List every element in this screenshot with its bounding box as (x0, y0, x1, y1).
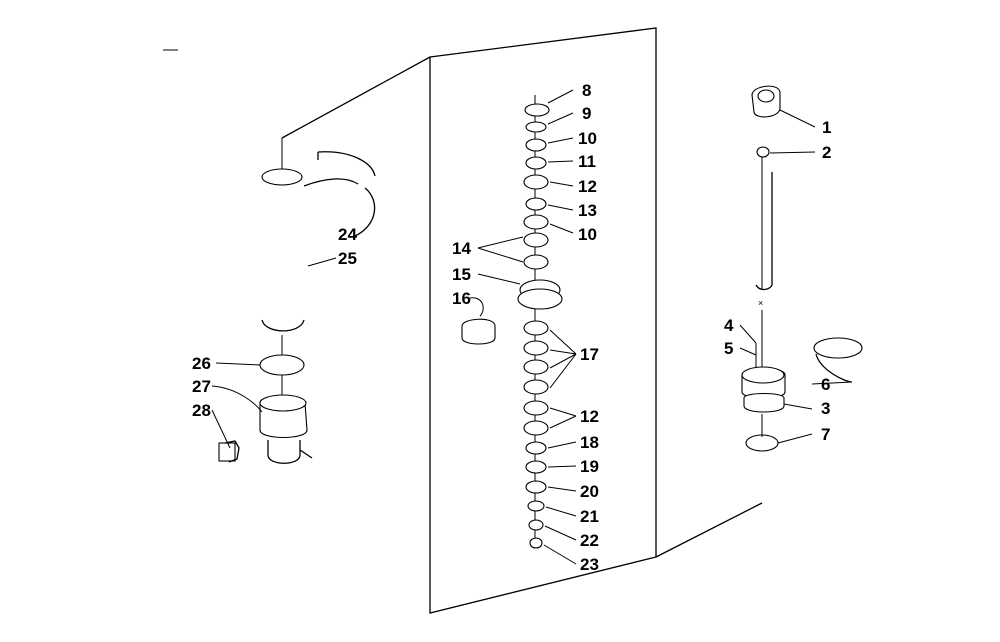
part-7-washer (745, 434, 779, 452)
callout-23: 23 (580, 555, 599, 574)
part-28-fitting (218, 442, 236, 462)
callout-11: 11 (578, 152, 596, 171)
left-assembly (218, 138, 376, 464)
callout-17: 17 (580, 345, 599, 364)
callout-19: 19 (580, 457, 599, 476)
callout-15: 15 (452, 265, 471, 284)
right-assembly: × (741, 85, 863, 452)
callout-4: 4 (724, 316, 734, 335)
callout-26: 26 (192, 354, 211, 373)
part-2-seal (756, 146, 770, 158)
callout-13: 13 (578, 201, 597, 220)
callout-18: 18 (580, 433, 599, 452)
callout-1: 1 (822, 118, 831, 137)
callout-10b: 10 (578, 225, 597, 244)
part-top-cap (261, 168, 303, 186)
left-panel-top-edge (281, 56, 431, 139)
callout-27: 27 (192, 377, 211, 396)
svg-text:×: × (758, 298, 763, 308)
callout-25: 25 (338, 249, 357, 268)
callout-5: 5 (724, 339, 733, 358)
part-26-ring (259, 354, 305, 376)
center-stack (461, 95, 563, 549)
callout-3: 3 (821, 399, 830, 418)
callout-9: 9 (582, 104, 591, 123)
callout-6: 6 (821, 375, 830, 394)
part-3-ring (743, 392, 785, 413)
callout-22: 22 (580, 531, 599, 550)
callout-7: 7 (821, 425, 830, 444)
callout-12b: 12 (580, 407, 599, 426)
callout-10a: 10 (578, 129, 597, 148)
part-25-seal (261, 319, 305, 332)
leader-lines (211, 89, 853, 565)
callout-8: 8 (582, 81, 591, 100)
part-16-band (461, 318, 496, 345)
callout-14: 14 (452, 239, 471, 258)
callout-21: 21 (580, 507, 599, 526)
callout-24: 24 (338, 225, 357, 244)
callout-20: 20 (580, 482, 599, 501)
callout-16: 16 (452, 289, 471, 308)
callout-12a: 12 (578, 177, 597, 196)
right-panel-bottom-edge (655, 502, 763, 558)
part-24-hose (303, 151, 376, 237)
callout-28: 28 (192, 401, 211, 420)
callouts: 1 2 3 4 5 6 7 8 9 10 11 12 13 10 14 15 1… (192, 81, 831, 574)
part-6-gasket (813, 337, 863, 359)
callout-2: 2 (822, 143, 831, 162)
